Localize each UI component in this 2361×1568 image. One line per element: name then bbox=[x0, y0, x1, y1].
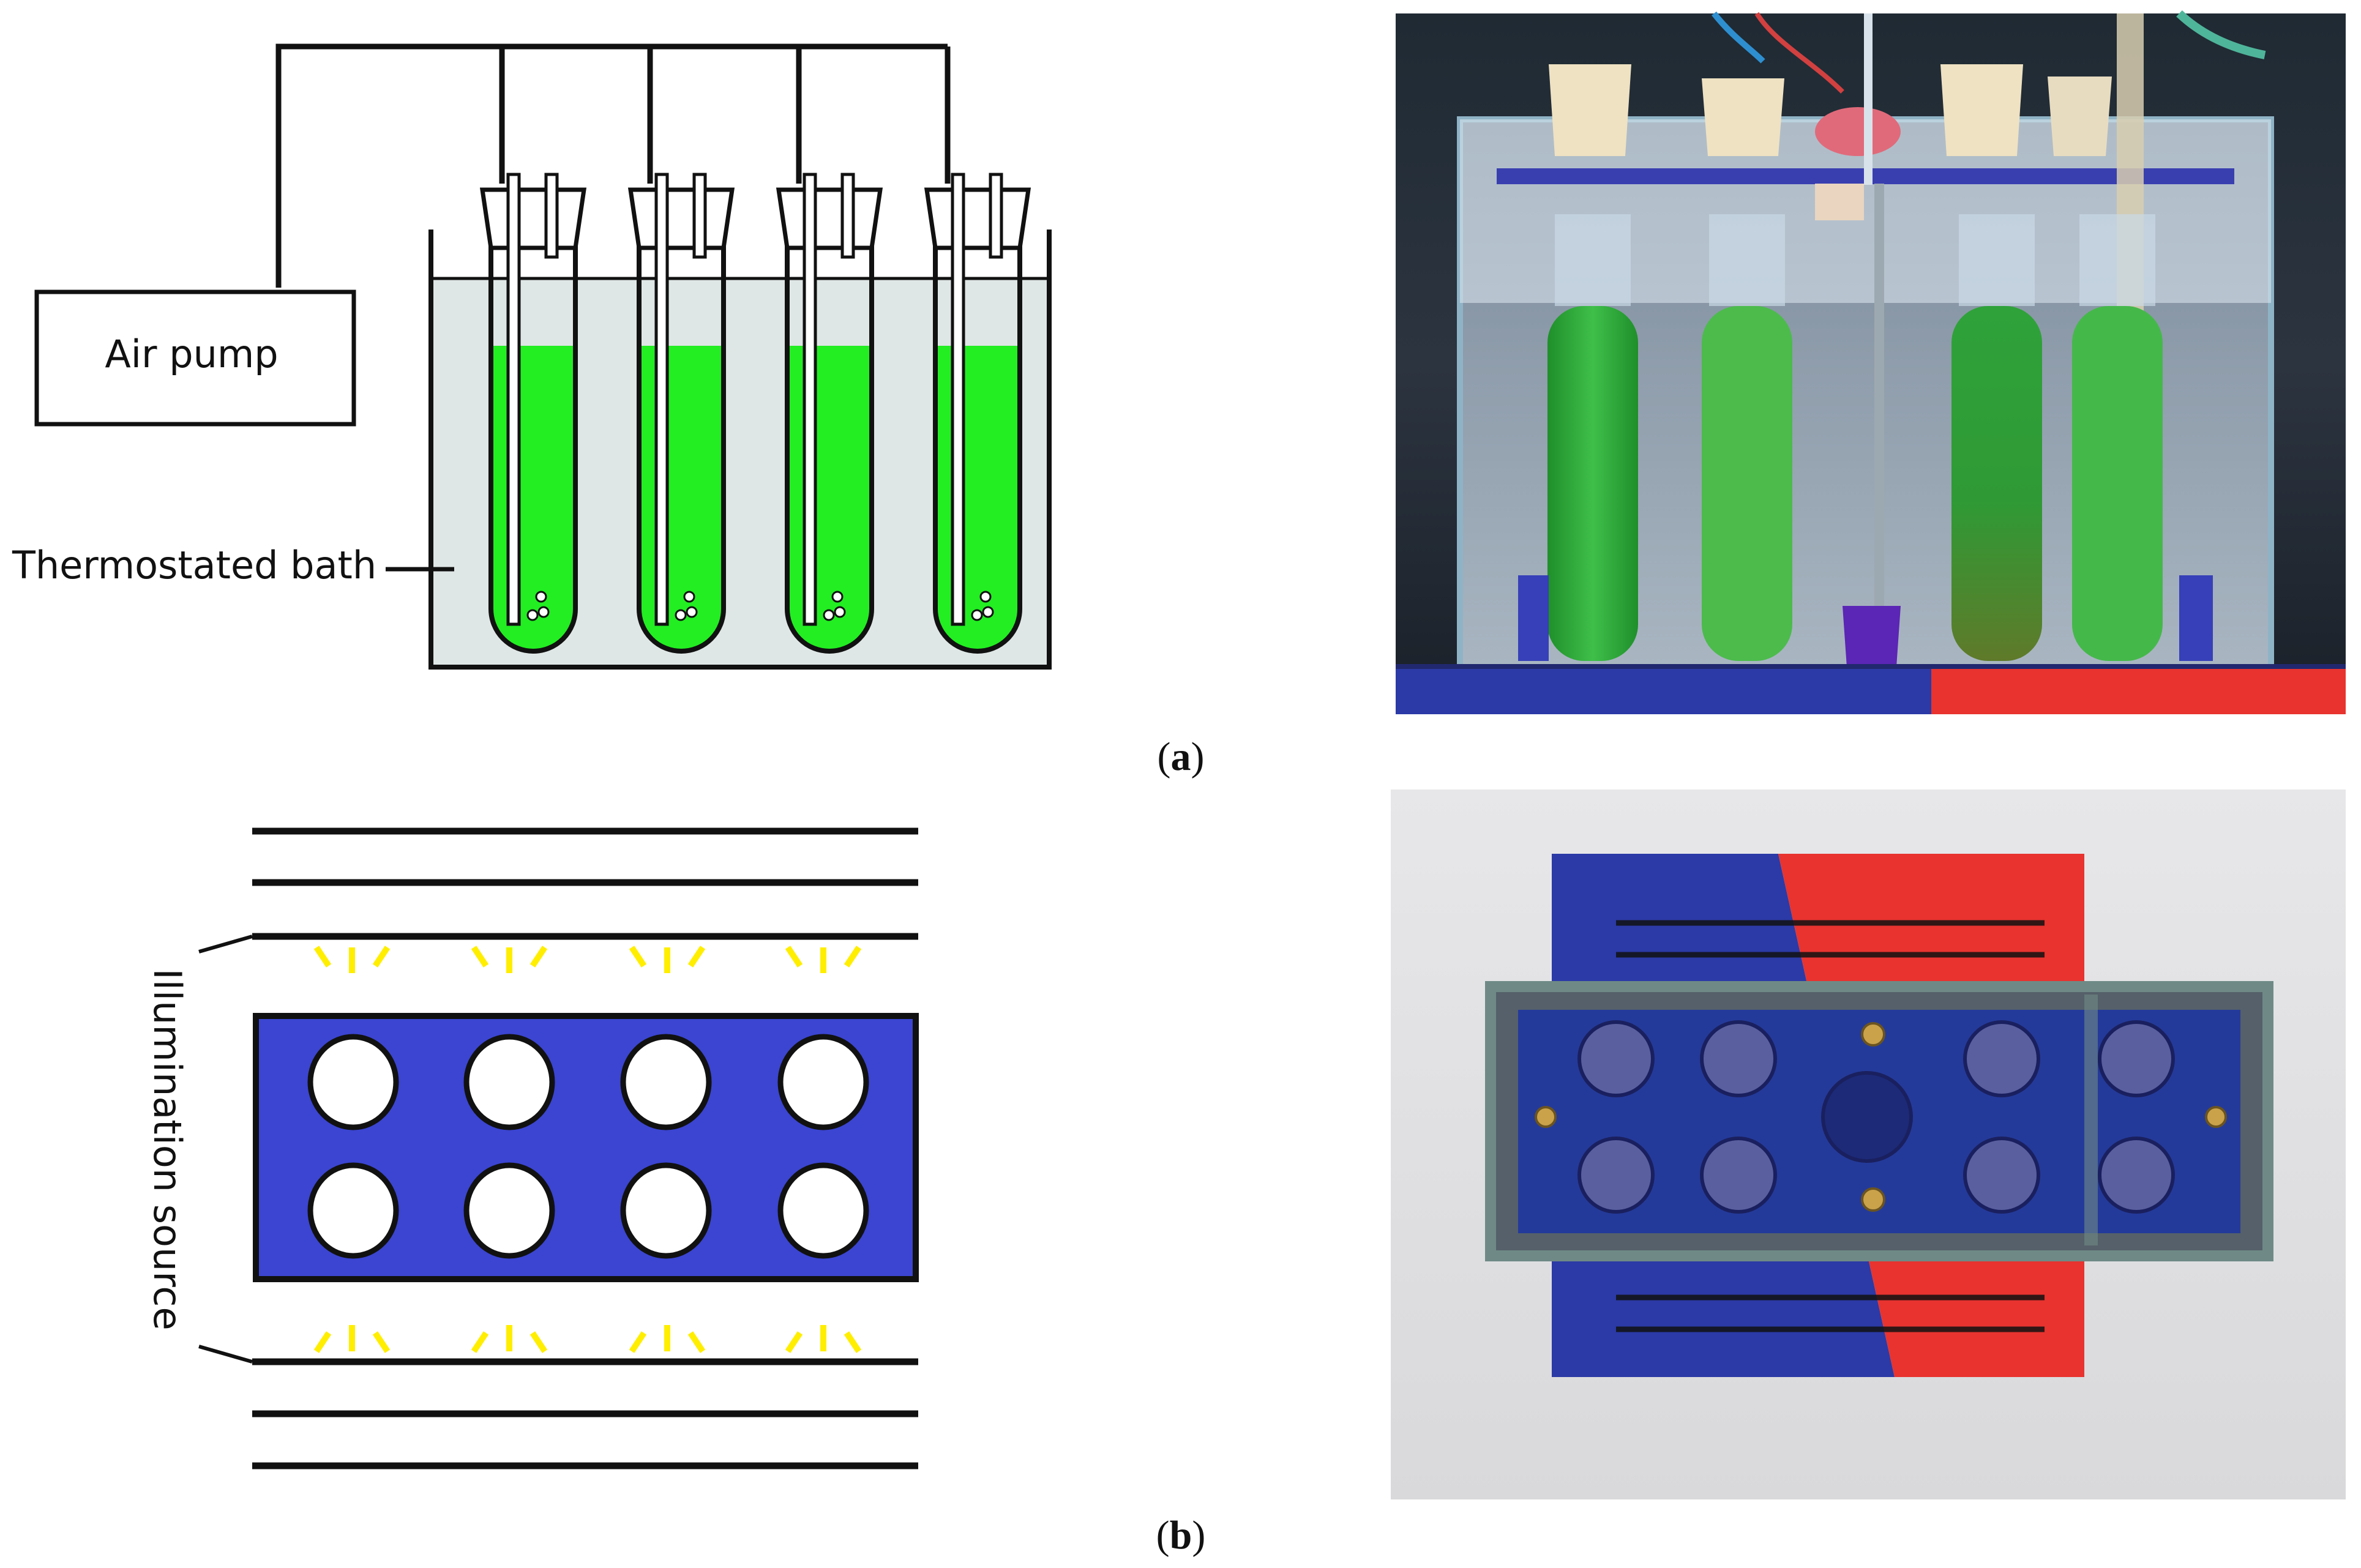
printed-base-red bbox=[1931, 664, 2346, 714]
sparger-tube bbox=[951, 173, 965, 626]
stopper bbox=[924, 187, 1031, 250]
tray-hole bbox=[463, 1162, 555, 1259]
sparger-tube bbox=[654, 173, 669, 626]
light-rays-top bbox=[313, 946, 862, 973]
illumination-leader-top bbox=[198, 935, 253, 954]
tray-hole bbox=[307, 1034, 399, 1130]
stopper bbox=[776, 187, 883, 250]
tube-2 bbox=[627, 173, 735, 654]
air-pump-label: Air pump bbox=[105, 332, 278, 376]
tube-4 bbox=[924, 173, 1031, 654]
illumination-label: Illumination source bbox=[145, 968, 190, 1330]
bath-label: Thermostated bath bbox=[12, 543, 376, 588]
illumination-leader-bottom bbox=[198, 1345, 253, 1364]
stopper bbox=[479, 187, 587, 250]
culture-tubes bbox=[1547, 214, 2163, 661]
air-pump-box: Air pump bbox=[34, 289, 356, 427]
air-bubbles bbox=[526, 591, 550, 621]
air-bubbles bbox=[823, 591, 846, 621]
printed-base-blue bbox=[1396, 664, 1931, 714]
tray-hole bbox=[463, 1034, 555, 1130]
tray-hole bbox=[307, 1162, 399, 1259]
panel-label-b: (b) bbox=[1156, 1513, 1206, 1558]
tube-1 bbox=[479, 173, 587, 654]
vent-tube bbox=[692, 173, 707, 259]
light-source-lines-top bbox=[252, 827, 918, 940]
rubber-stoppers bbox=[1549, 64, 2112, 220]
vent-tube bbox=[544, 173, 559, 259]
panel-label-a: (a) bbox=[1158, 734, 1205, 779]
tray-hole bbox=[777, 1034, 869, 1130]
photo-tray-top-view bbox=[1391, 790, 2346, 1499]
vent-tube bbox=[840, 173, 855, 259]
sparger-tube bbox=[803, 173, 817, 626]
sparger-tube bbox=[506, 173, 521, 626]
tray-hole bbox=[620, 1034, 712, 1130]
light-source-lines-bottom bbox=[252, 1358, 918, 1469]
tray-hole bbox=[777, 1162, 869, 1259]
air-bubbles bbox=[675, 591, 698, 621]
air-bubbles bbox=[971, 591, 994, 621]
photo-bioreactor-side-view bbox=[1396, 10, 2346, 714]
vent-tube bbox=[989, 173, 1003, 259]
tube-3 bbox=[776, 173, 883, 654]
bioreactor-schematic: Air pump Thermostated bath bbox=[12, 43, 1052, 670]
air-line bbox=[275, 43, 951, 288]
light-rays-bottom bbox=[313, 1325, 862, 1353]
stopper bbox=[627, 187, 735, 250]
tray-hole bbox=[620, 1162, 712, 1259]
tube-tray bbox=[253, 1013, 919, 1282]
illumination-schematic: Illumination source bbox=[145, 827, 919, 1469]
